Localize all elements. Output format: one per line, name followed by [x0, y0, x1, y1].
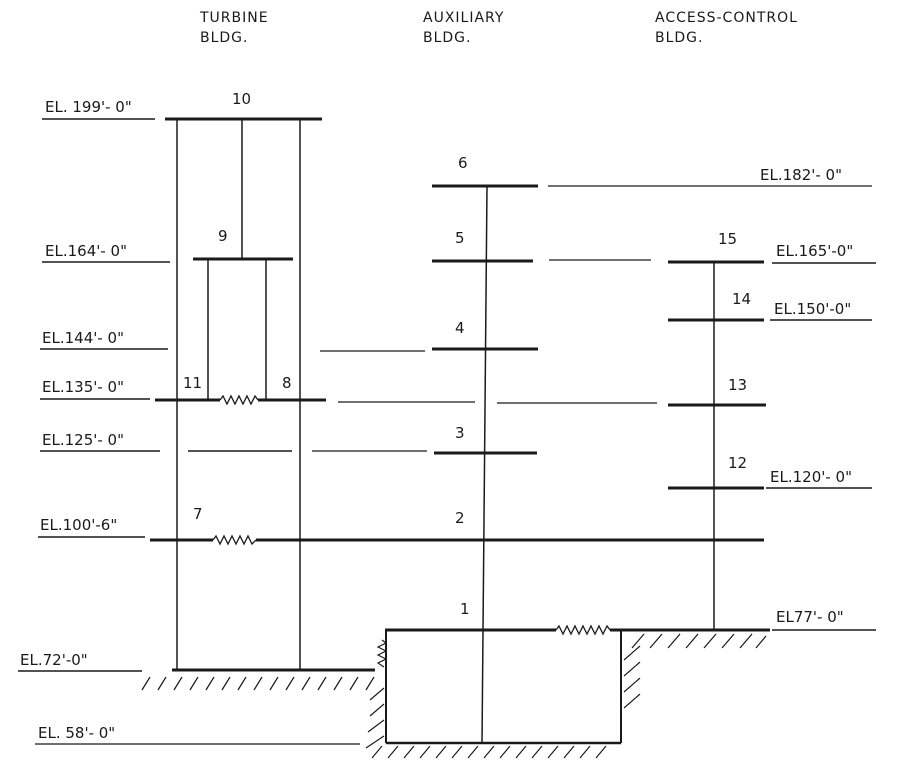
elevation-label-72: EL.72'-0" — [20, 651, 88, 669]
elevation-label-144: EL.144'- 0" — [42, 329, 124, 347]
node-label-5: 5 — [455, 229, 465, 247]
auxiliary-building-frame — [256, 184, 770, 745]
turbine-building-frame — [150, 117, 375, 672]
hatch-basement-wall-left — [365, 687, 385, 749]
elevation-label-150: EL.150'-0" — [774, 300, 851, 318]
node-label-7: 7 — [193, 505, 203, 523]
connector-lines — [312, 259, 657, 452]
node-label-14: 14 — [732, 290, 751, 308]
building-headers: TURBINE BLDG. AUXILIARY BLDG. ACCESS-CON… — [199, 10, 798, 46]
auxiliary-bldg-label-line2: BLDG. — [423, 30, 471, 46]
elevation-label-199: EL. 199'- 0" — [45, 98, 132, 116]
hatch-basement-wall-right — [623, 645, 641, 709]
turbine-bldg-label-line1: TURBINE — [199, 10, 269, 26]
node-label-13: 13 — [728, 376, 747, 394]
access-control-bldg-label-line2: BLDG. — [655, 30, 703, 46]
auxiliary-column — [481, 185, 488, 744]
elevation-labels-left: EL. 199'- 0" EL.164'- 0" EL.144'- 0" EL.… — [18, 98, 360, 745]
elevation-label-100: EL.100'-6" — [40, 516, 117, 534]
elevation-label-125: EL.125'- 0" — [42, 431, 124, 449]
node-label-10: 10 — [232, 90, 251, 108]
node-label-11: 11 — [183, 374, 202, 392]
elevation-label-164: EL.164'- 0" — [45, 242, 127, 260]
elevation-label-135: EL.135'- 0" — [42, 378, 124, 396]
elevation-labels-right: EL.182'- 0" EL.165'-0" EL.150'-0" EL.120… — [548, 166, 876, 631]
node-label-15: 15 — [718, 230, 737, 248]
access-control-bldg-label-line1: ACCESS-CONTROL — [655, 10, 798, 26]
node-label-4: 4 — [455, 319, 465, 337]
spring-7-2 — [212, 534, 257, 546]
hatch-basement-floor — [371, 745, 607, 759]
spring-11-8 — [219, 394, 259, 406]
elevation-label-165: EL.165'-0" — [776, 242, 853, 260]
elevation-label-120: EL.120'- 0" — [770, 468, 852, 486]
access-control-building-frame — [668, 260, 766, 630]
node-label-12: 12 — [728, 454, 747, 472]
elevation-label-58: EL. 58'- 0" — [38, 724, 115, 742]
elevation-label-77: EL77'- 0" — [776, 608, 844, 626]
elevation-label-182: EL.182'- 0" — [760, 166, 842, 184]
hatch-access-ground — [631, 633, 767, 649]
node-labels: 10 9 11 8 7 6 5 4 3 2 1 15 14 13 12 — [183, 90, 751, 618]
node-label-3: 3 — [455, 424, 465, 442]
hatch-turbine-ground — [141, 676, 375, 691]
node-label-8: 8 — [282, 374, 292, 392]
spring-basement-wall — [376, 639, 388, 668]
node-label-1: 1 — [460, 600, 470, 618]
spring-1-access — [555, 624, 611, 636]
ground-hatching — [141, 633, 767, 759]
node-label-9: 9 — [218, 227, 228, 245]
turbine-bldg-label-line2: BLDG. — [200, 30, 248, 46]
auxiliary-bldg-label-line1: AUXILIARY — [423, 10, 504, 26]
node-label-2: 2 — [455, 509, 465, 527]
node-label-6: 6 — [458, 154, 468, 172]
